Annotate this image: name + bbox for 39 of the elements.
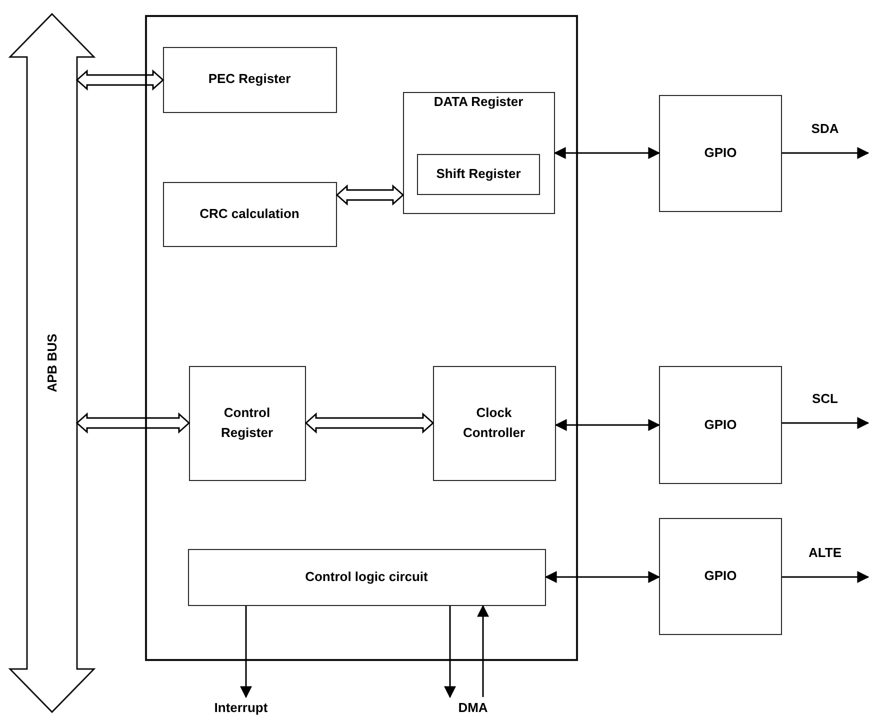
block-title: GPIO bbox=[704, 144, 737, 162]
arrow bbox=[444, 606, 456, 698]
block bbox=[162, 46, 336, 112]
block bbox=[659, 95, 782, 212]
block-title: GPIO bbox=[704, 567, 737, 586]
block bbox=[188, 366, 306, 480]
edge-label: SCL bbox=[810, 391, 840, 406]
edge-label: ALTE bbox=[806, 545, 844, 560]
arrow bbox=[554, 419, 660, 431]
block bbox=[659, 366, 782, 484]
signal-label: DMA bbox=[458, 700, 488, 714]
signal-label: Interrupt bbox=[214, 700, 268, 714]
block-title: PEC Register bbox=[208, 70, 291, 88]
arrow bbox=[544, 571, 660, 583]
block bbox=[417, 154, 540, 195]
edge-label: SDA bbox=[809, 121, 841, 136]
block-title: GPIO bbox=[704, 416, 737, 434]
arrow bbox=[782, 571, 869, 583]
module-frame bbox=[145, 15, 578, 661]
bus-label: APB BUS bbox=[44, 334, 60, 392]
block-title: Clock Controller bbox=[462, 404, 526, 442]
block bbox=[432, 366, 556, 480]
block-title: Control Register bbox=[220, 404, 274, 442]
block bbox=[402, 92, 554, 214]
block-title: Control logic circuit bbox=[305, 568, 428, 586]
double-line-arrow bbox=[304, 412, 434, 434]
block bbox=[188, 548, 546, 606]
arrow bbox=[782, 417, 869, 429]
block bbox=[659, 518, 782, 635]
double-line-arrow bbox=[76, 69, 164, 91]
arrow bbox=[477, 604, 489, 697]
block bbox=[162, 182, 336, 246]
arrow bbox=[782, 147, 869, 159]
arrow bbox=[554, 147, 660, 159]
block-title: CRC calculation bbox=[200, 204, 300, 223]
block-title: Shift Register bbox=[436, 165, 521, 184]
double-line-arrow bbox=[76, 412, 190, 434]
arrow bbox=[240, 606, 252, 698]
double-line-arrow bbox=[336, 184, 404, 206]
